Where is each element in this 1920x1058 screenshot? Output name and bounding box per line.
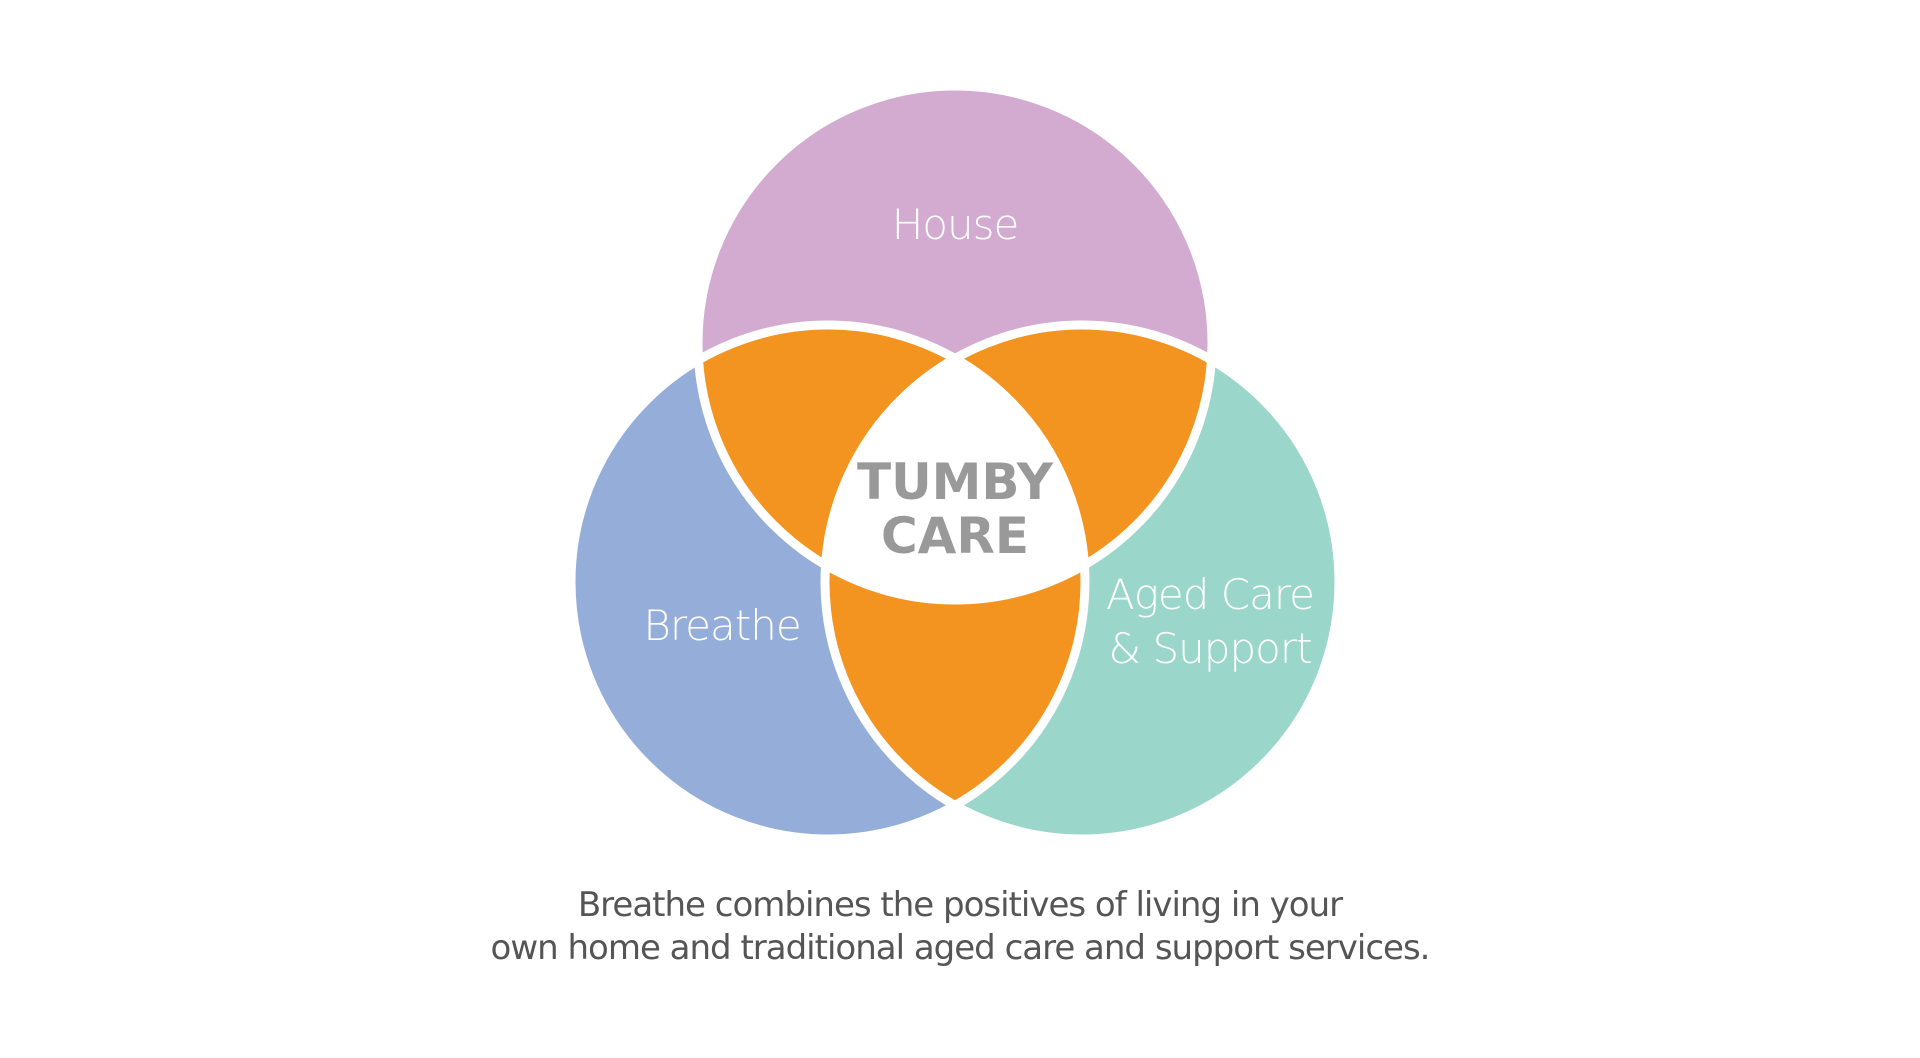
center-logo-line2: CARE (881, 507, 1029, 565)
label-breathe: Breathe (643, 601, 800, 650)
caption-line1: Breathe combines the positives of living… (577, 885, 1343, 925)
circle-outlines (566, 81, 1344, 844)
center-logo-line1: TUMBY (857, 453, 1054, 511)
label-house: House (892, 200, 1019, 249)
label-aged-care-line1: Aged Care (1106, 570, 1314, 619)
caption: Breathe combines the positives of living… (0, 884, 1920, 970)
caption-line2: own home and traditional aged care and s… (490, 928, 1431, 968)
label-aged-care-line2: & Support (1108, 624, 1311, 673)
